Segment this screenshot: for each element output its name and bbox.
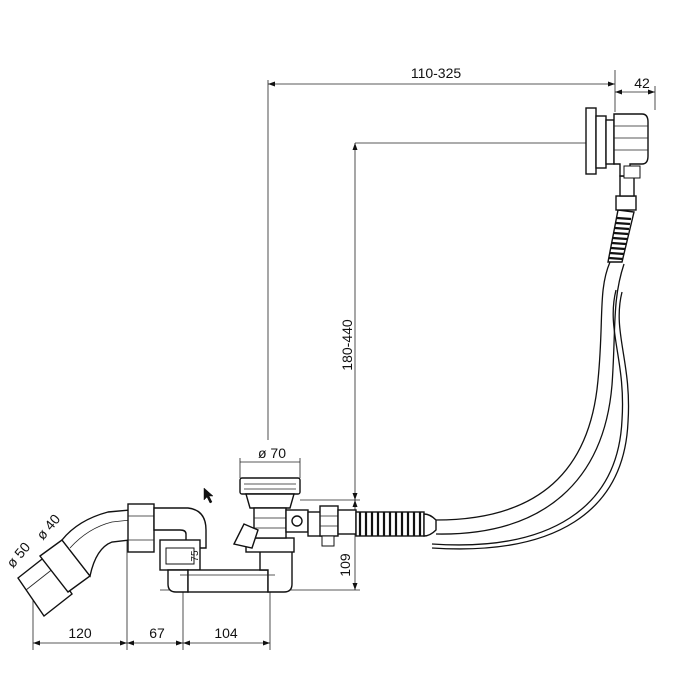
horizontal-67-label: 67 (149, 625, 165, 641)
waste-valve (232, 477, 357, 549)
outlet-diameter-50-label: ø 50 (3, 539, 33, 571)
overflow-width-label: 42 (634, 75, 650, 91)
dimension-waste-diameter: ø 70 (239, 445, 301, 478)
overflow-height-label: 180-440 (339, 319, 355, 371)
dimension-overflow-width: 42 (615, 75, 656, 110)
overflow-reach-label: 110-325 (411, 65, 462, 81)
trap-body: 75 (159, 537, 295, 593)
mouse-pointer-icon (203, 487, 214, 504)
dimension-overflow-reach: 110-325 (267, 65, 616, 440)
outlet-elbow: ø 40 ø 50 (3, 503, 207, 618)
horizontal-120-label: 120 (68, 625, 92, 641)
waste-diameter-label: ø 70 (258, 445, 286, 461)
flexible-hoses (431, 261, 630, 550)
trap-height-label: 109 (337, 553, 353, 577)
trap-inner-height-label: 75 (190, 550, 201, 562)
outlet-diameter-40-label: ø 40 (33, 511, 63, 543)
overflow-head (585, 107, 649, 179)
horizontal-104-label: 104 (214, 625, 238, 641)
hose-upper-corrugated (607, 175, 637, 263)
hose-corrugated-section (355, 511, 437, 537)
